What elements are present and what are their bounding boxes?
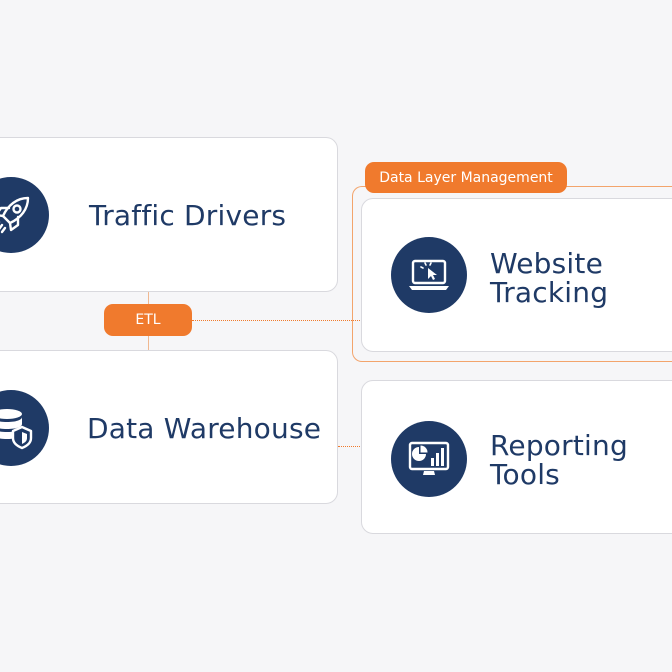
warehouse-to-reporting-connector	[338, 446, 362, 447]
website-tracking-label-line1: Website	[490, 247, 604, 280]
reporting-tools-label: Reporting Tools	[490, 431, 628, 489]
reporting-tools-card[interactable]: Reporting Tools	[361, 380, 672, 534]
database-shield-icon	[0, 409, 33, 450]
website-tracking-icon-badge	[391, 237, 467, 313]
etl-badge: ETL	[104, 304, 192, 336]
website-tracking-card[interactable]: Website Tracking	[361, 198, 672, 352]
website-tracking-label-line2: Tracking	[490, 276, 609, 309]
traffic-drivers-card[interactable]: Traffic Drivers	[0, 137, 338, 292]
website-tracking-label: Website Tracking	[490, 249, 608, 307]
data-warehouse-card[interactable]: Data Warehouse	[0, 350, 338, 504]
data-warehouse-label: Data Warehouse	[87, 412, 322, 445]
data-layer-management-badge: Data Layer Management	[365, 162, 567, 193]
dashboard-monitor-icon	[408, 441, 450, 475]
reporting-tools-label-line1: Reporting	[490, 429, 628, 462]
reporting-tools-label-line2: Tools	[490, 458, 560, 491]
reporting-tools-icon-badge	[391, 421, 467, 497]
rocket-icon	[0, 196, 30, 234]
etl-to-website-connector	[192, 320, 362, 321]
traffic-drivers-icon-badge	[0, 177, 49, 253]
traffic-drivers-label: Traffic Drivers	[89, 199, 287, 232]
laptop-cursor-icon	[409, 259, 449, 290]
data-warehouse-icon-badge	[0, 390, 49, 466]
